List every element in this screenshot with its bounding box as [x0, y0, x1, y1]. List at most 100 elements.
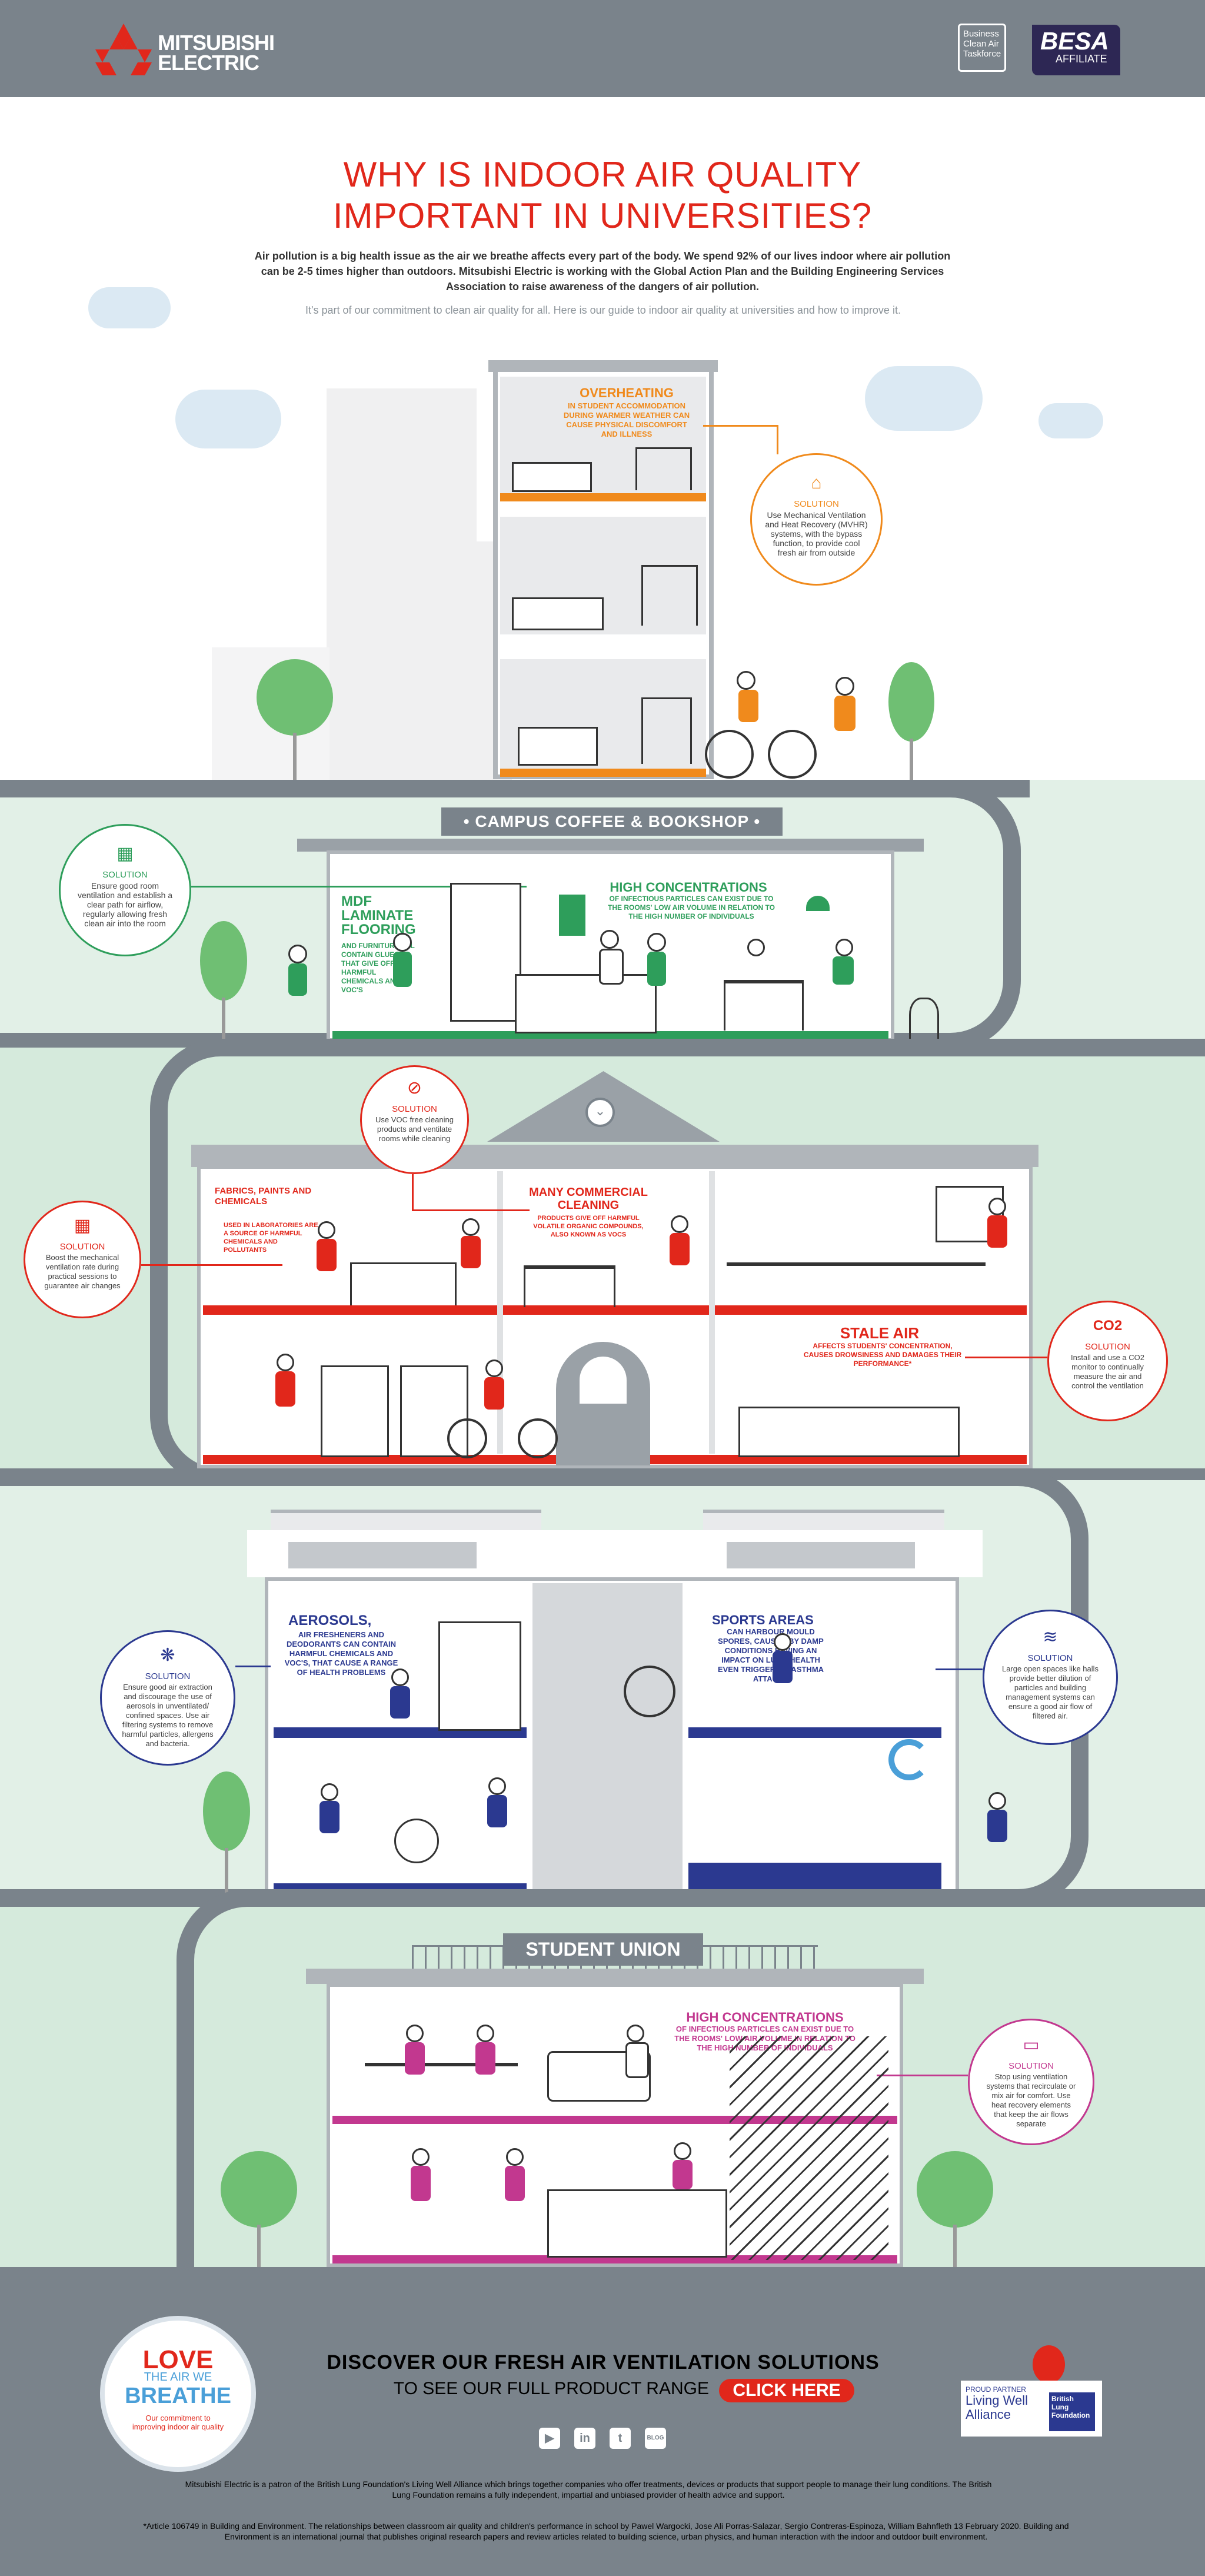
exercise-ball — [394, 1819, 439, 1863]
besa-main: BESA — [1040, 27, 1109, 55]
stale-air-title: STALE AIR — [840, 1324, 920, 1342]
person-body — [475, 2042, 495, 2075]
tree — [257, 659, 333, 736]
solution-co2-monitor: CO2 SOLUTION Install and use a CO2 monit… — [1047, 1301, 1168, 1421]
bike-wheel — [518, 1418, 558, 1458]
student-union-sign: STUDENT UNION — [503, 1933, 703, 1966]
solution-text: Stop using ventilation systems that reci… — [986, 2072, 1076, 2128]
besa-logo: BESA AFFILIATE — [1032, 25, 1120, 75]
solution-voc-cleaning: ⊘ SOLUTION Use VOC free cleaning product… — [360, 1065, 469, 1174]
union-table — [365, 2063, 518, 2119]
person-body — [317, 1239, 337, 1271]
solution-head: SOLUTION — [794, 499, 839, 509]
no-spray-icon: ⊘ — [407, 1078, 422, 1098]
desk-illustration — [641, 697, 692, 764]
person-head — [321, 1783, 338, 1801]
blog-icon[interactable]: BLOG — [645, 2428, 666, 2449]
person-head — [488, 1777, 506, 1795]
person-head — [737, 671, 755, 690]
cloud — [865, 366, 983, 431]
person-head — [412, 2148, 430, 2166]
sports-core — [532, 1583, 683, 1892]
person-body — [393, 952, 412, 987]
cloud — [175, 390, 281, 448]
person-head — [674, 2142, 691, 2160]
solution-text: Ensure good room ventilation and establi… — [77, 881, 173, 928]
person-head — [477, 2025, 494, 2042]
coffee-floor-line — [332, 1031, 888, 1039]
classroom-desks — [727, 1262, 986, 1307]
solution-mechanical-ventilation: ▦ SOLUTION Boost the mechanical ventilat… — [24, 1201, 141, 1318]
connector-line — [936, 1668, 983, 1670]
person-body — [670, 1233, 690, 1265]
person-body — [484, 1377, 504, 1410]
sofa-illustration — [518, 727, 598, 766]
tower-floor-line — [500, 493, 706, 501]
tree-trunk — [953, 2225, 957, 2267]
connector-line — [965, 1357, 1047, 1358]
solution-head: SOLUTION — [145, 1671, 191, 1681]
tree-trunk — [910, 739, 913, 780]
air-flow-icon: ≋ — [1043, 1627, 1058, 1647]
person-body — [773, 1651, 793, 1683]
library-door-window — [580, 1357, 627, 1404]
click-here-button[interactable]: CLICK HERE — [719, 2379, 854, 2402]
product-range-text: TO SEE OUR FULL PRODUCT RANGE — [393, 2379, 709, 2398]
solution-head: SOLUTION — [1085, 1342, 1130, 1352]
desk-illustration — [635, 447, 692, 490]
person-head — [318, 1221, 335, 1239]
partner-name: Living Well Alliance — [966, 2393, 1028, 2422]
solution-head: SOLUTION — [392, 1104, 437, 1114]
tower-floor-line — [500, 769, 706, 777]
youtube-icon[interactable]: ▶ — [539, 2428, 560, 2449]
patron-text: Mitsubishi Electric is a patron of the B… — [185, 2479, 992, 2499]
person-head — [393, 933, 412, 952]
solution-text: Ensure good air extraction and discourag… — [122, 1683, 214, 1748]
header-bar: MITSUBISHI ELECTRIC Business Clean Air T… — [0, 0, 1205, 97]
connector-line — [191, 886, 527, 888]
person-body — [288, 963, 307, 996]
library-wall — [497, 1171, 503, 1454]
solution-head: SOLUTION — [1027, 1653, 1073, 1663]
person-head — [774, 1633, 791, 1651]
aerosols-text: AIR FRESHENERS AND DEODORANTS CAN CONTAI… — [284, 1630, 398, 1677]
person-body — [461, 1236, 481, 1268]
badge-air: THE AIR WE — [144, 2371, 212, 2384]
person-head — [627, 2025, 644, 2042]
solution-text: Large open spaces like halls provide bet… — [1001, 1664, 1099, 1720]
solution-head: SOLUTION — [102, 870, 148, 880]
tower-roof — [488, 360, 718, 372]
person-body — [738, 690, 758, 722]
mdf-title: MDF LAMINATE FLOORING — [341, 893, 416, 938]
tree — [888, 662, 934, 742]
bookshelf-illustration — [321, 1365, 389, 1457]
sports-windows — [288, 1542, 477, 1568]
person-body — [390, 1686, 410, 1719]
solution-text: Install and use a CO2 monitor to continu… — [1070, 1353, 1145, 1390]
solution-text: Use VOC free cleaning products and venti… — [375, 1115, 454, 1143]
tree — [200, 921, 247, 1001]
overheating-title: OVERHEATING — [580, 385, 674, 400]
desk-illustration — [641, 565, 698, 626]
tree — [917, 2151, 993, 2228]
person-head — [485, 1360, 503, 1377]
bookshelf-illustration — [450, 883, 521, 1022]
tree-trunk — [293, 733, 297, 780]
person-body — [505, 2166, 525, 2201]
lockers — [438, 1621, 521, 1731]
person-head — [647, 933, 666, 952]
british-lung-foundation-logo: British Lung Foundation — [1049, 2392, 1095, 2431]
linkedin-icon[interactable]: in — [574, 2428, 595, 2449]
person-head — [835, 677, 854, 696]
cafe-table — [724, 980, 804, 1031]
title-line-1: WHY IS INDOOR AIR QUALITY — [343, 155, 862, 194]
menu-board — [559, 895, 585, 936]
cleaning-title: MANY COMMERCIAL CLEANING — [529, 1186, 648, 1212]
bed-illustration — [512, 462, 592, 492]
solution-mvhr: ⌂ SOLUTION Use Mechanical Ventilation an… — [750, 453, 883, 586]
bca-logo: Business Clean Air Taskforce — [958, 24, 1006, 72]
twitter-icon[interactable]: t — [610, 2428, 631, 2449]
tree-trunk — [222, 998, 225, 1042]
union-concentration-title: HIGH CONCENTRATIONS — [686, 2010, 844, 2025]
solution-air-extraction: ❋ SOLUTION Ensure good air extraction an… — [100, 1630, 235, 1766]
